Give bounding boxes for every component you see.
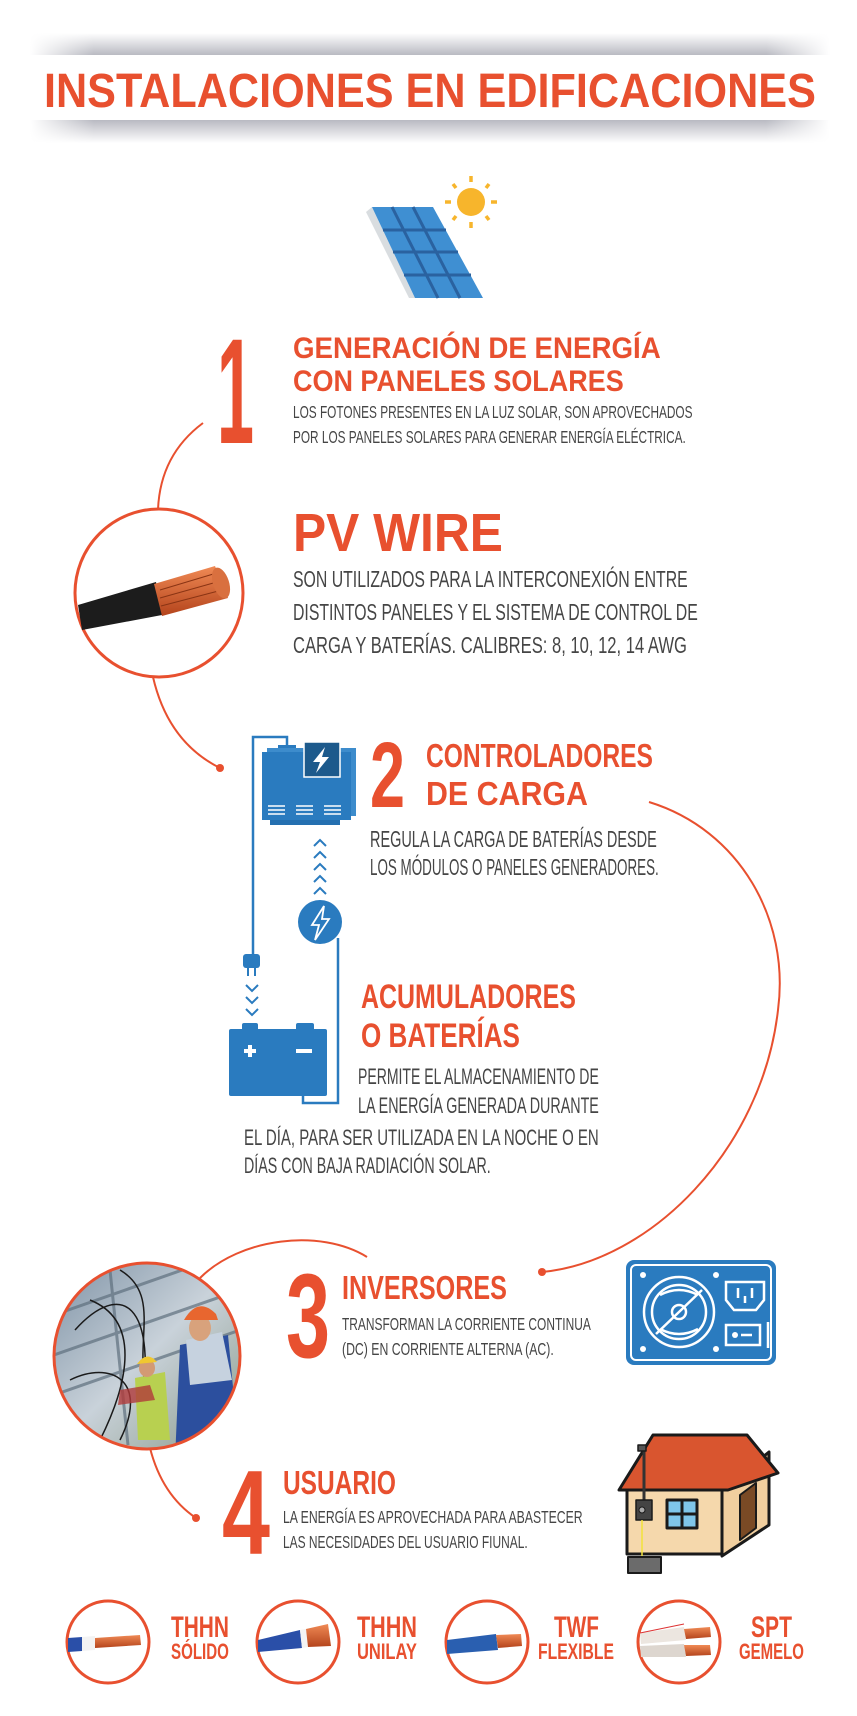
section-description: EL DÍA, PARA SER UTILIZADA EN LA NOCHE O… — [244, 1125, 599, 1150]
page-title: INSTALACIONES EN EDIFICACIONES — [44, 64, 816, 118]
house-icon — [617, 1433, 780, 1574]
step-heading: GENERACIÓN DE ENERGÍA — [293, 330, 661, 365]
step-4-section: 4 USUARIO LA ENERGÍA ES APROVECHADA PARA… — [222, 1446, 583, 1580]
lightning-bolt-icon — [298, 900, 342, 944]
cable-type: SÓLIDO — [171, 1639, 229, 1663]
cable-image — [636, 1599, 722, 1685]
step-description: LA ENERGÍA ES APROVECHADA PARA ABASTECER — [283, 1508, 583, 1528]
inverter-icon — [626, 1260, 776, 1365]
step-number: 1 — [217, 307, 254, 475]
cable-type: UNILAY — [357, 1640, 417, 1665]
step-1-section: 1 GENERACIÓN DE ENERGÍA CON PANELES SOLA… — [217, 307, 693, 475]
step-description: LAS NECESIDADES DEL USUARIO FIUNAL. — [283, 1533, 528, 1553]
connector-dot — [192, 1514, 200, 1522]
chevron-up-icon — [313, 838, 327, 895]
connector-dot — [216, 764, 224, 772]
connector-line — [152, 676, 221, 769]
connector-line — [149, 1447, 197, 1519]
step-heading: CONTROLADORES — [426, 739, 653, 775]
step-number: 4 — [222, 1446, 270, 1580]
cable-name: THHN — [357, 1609, 417, 1643]
section-description: LA ENERGÍA GENERADA DURANTE — [358, 1093, 599, 1118]
section-description: DÍAS CON BAJA RADIACIÓN SOLAR. — [244, 1153, 491, 1178]
step-description: LOS MÓDULOS O PANELES GENERADORES. — [370, 854, 659, 880]
section-description: SON UTILIZADOS PARA LA INTERCONEXIÓN ENT… — [293, 566, 688, 593]
sun-icon — [445, 176, 497, 228]
cable-name: THHN — [171, 1611, 229, 1644]
cable-thhn-unilay: THHN UNILAY — [255, 1599, 417, 1685]
cable-twf-flexible: TWF FLEXIBLE — [444, 1599, 614, 1685]
battery-icon — [229, 1023, 327, 1096]
cable-type: FLEXIBLE — [538, 1641, 614, 1665]
chevron-down-icon — [245, 984, 259, 1017]
pv-wire-section: PV WIRE SON UTILIZADOS PARA LA INTERCONE… — [293, 502, 698, 659]
charge-controller-icon — [251, 735, 356, 955]
plug-icon — [243, 954, 260, 976]
batteries-section: ACUMULADORES O BATERÍAS PERMITE EL ALMAC… — [244, 978, 599, 1177]
cable-line — [301, 938, 340, 1105]
cable-name: TWF — [554, 1611, 599, 1644]
pv-wire-image — [73, 507, 245, 679]
cable-spt-gemelo: SPT GEMELO — [636, 1599, 804, 1685]
workers-photo — [52, 1261, 242, 1451]
section-description: PERMITE EL ALMACENAMIENTO DE — [358, 1064, 599, 1089]
step-2-section: 2 CONTROLADORES DE CARGA REGULA LA CARGA… — [370, 723, 659, 880]
banner-fade — [30, 33, 830, 143]
step-description: LOS FOTONES PRESENTES EN LA LUZ SOLAR, S… — [293, 403, 693, 423]
cable-name: SPT — [751, 1612, 792, 1644]
section-description: DISTINTOS PANELES Y EL SISTEMA DE CONTRO… — [293, 600, 698, 626]
connector-line — [199, 1239, 368, 1279]
step-3-section: 3 INVERSORES TRANSFORMAN LA CORRIENTE CO… — [286, 1248, 591, 1383]
step-description: REGULA LA CARGA DE BATERÍAS DESDE — [370, 828, 657, 853]
connector-line — [541, 801, 781, 1273]
cable-thhn-solido: THHN SÓLIDO — [65, 1599, 229, 1685]
step-heading: INVERSORES — [342, 1270, 507, 1307]
cable-type: GEMELO — [739, 1639, 804, 1664]
step-heading: USUARIO — [283, 1466, 396, 1502]
step-description: POR LOS PANELES SOLARES PARA GENERAR ENE… — [293, 428, 686, 448]
section-heading: PV WIRE — [293, 502, 503, 562]
connector-line — [157, 422, 204, 511]
solar-panel-icon — [366, 206, 483, 299]
step-heading: DE CARGA — [426, 775, 588, 812]
section-heading: ACUMULADORES — [361, 978, 576, 1016]
step-description: TRANSFORMAN LA CORRIENTE CONTINUA — [342, 1315, 591, 1335]
section-description: CARGA Y BATERÍAS. CALIBRES: 8, 10, 12, 1… — [293, 632, 687, 658]
step-description: (DC) EN CORRIENTE ALTERNA (AC). — [342, 1340, 554, 1360]
step-number: 3 — [286, 1248, 330, 1383]
step-number: 2 — [370, 723, 405, 827]
step-heading: CON PANELES SOLARES — [293, 365, 624, 399]
section-heading: O BATERÍAS — [361, 1017, 520, 1055]
connector-dot — [538, 1268, 546, 1276]
title-banner: INSTALACIONES EN EDIFICACIONES — [30, 33, 830, 143]
